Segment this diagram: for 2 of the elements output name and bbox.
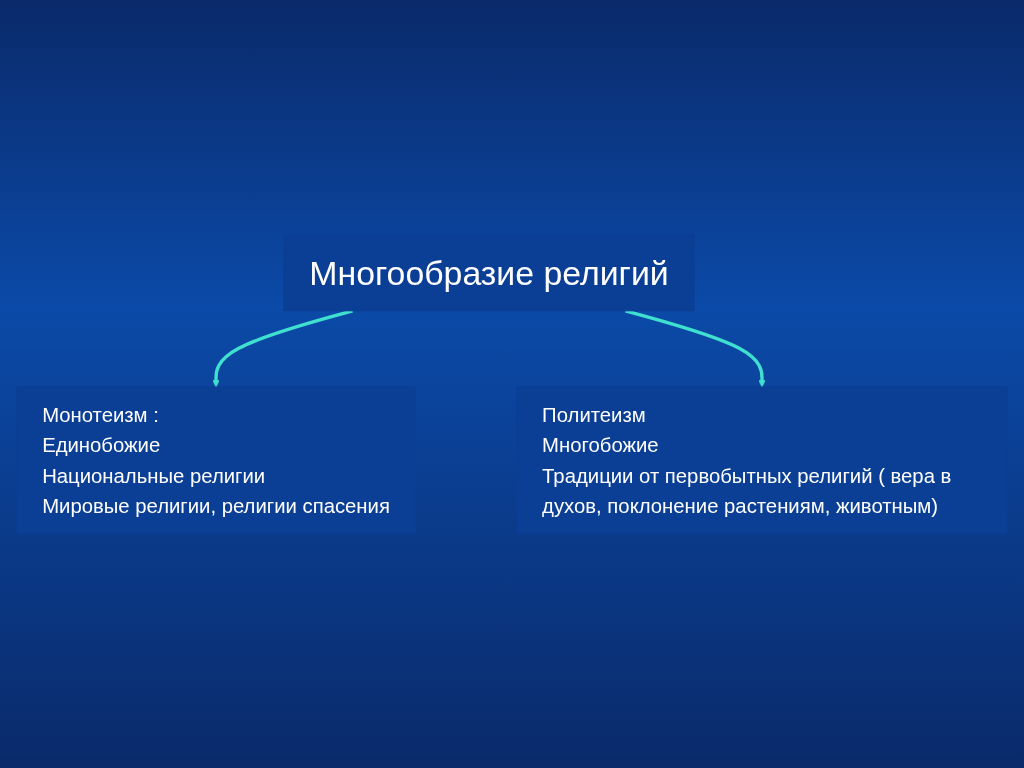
node-box: Монотеизм : Единобожие Национальные религии Мировые религии, религии спасения	[16, 386, 416, 535]
node-box: Политеизм Многобожие Традиции от первобытных религий ( вера в духов, поклонение растениям, животным)	[516, 386, 1008, 535]
